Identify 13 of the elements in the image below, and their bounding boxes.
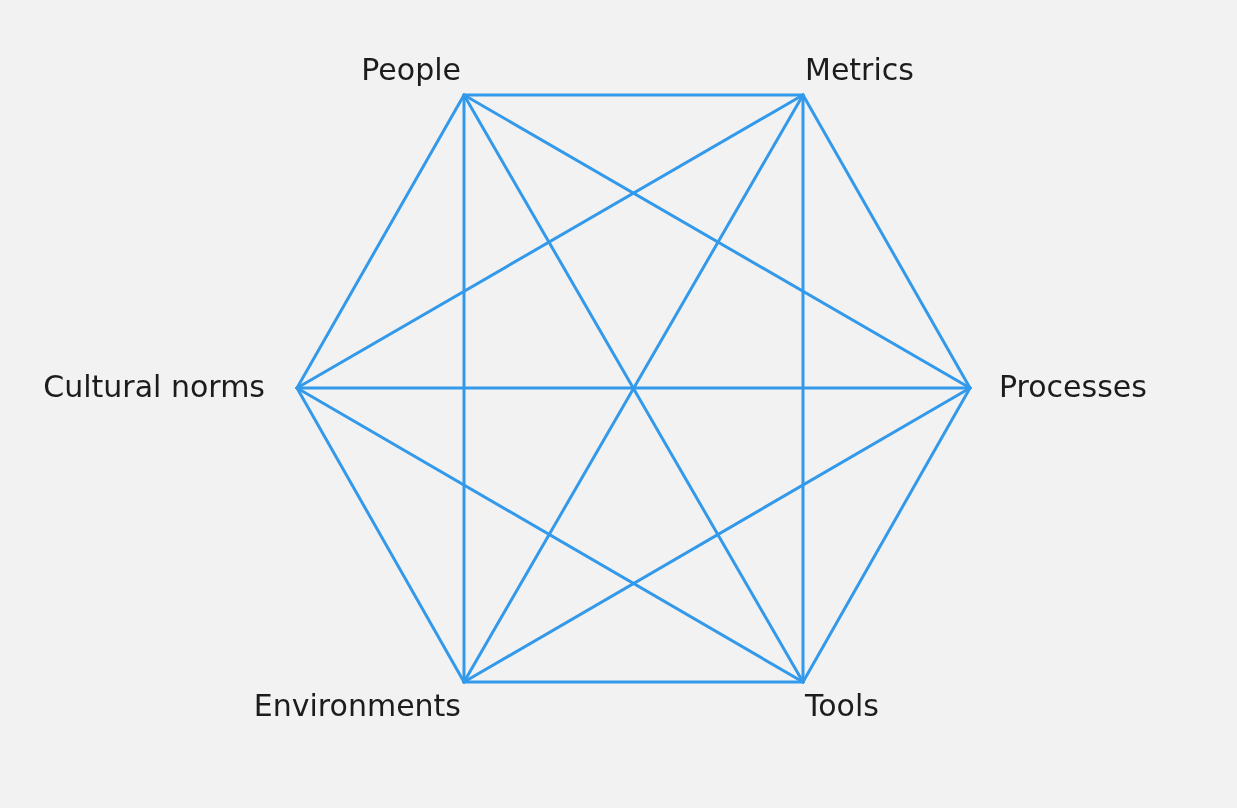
rising-connector-line [801, 386, 972, 684]
rising-connector-line [295, 93, 805, 390]
falling-connector-line [295, 386, 805, 684]
node-label: Environments [253, 688, 461, 724]
rising-connector-line [462, 386, 972, 684]
horizontal-connector-line [462, 680, 805, 684]
node-label: Cultural norms [43, 369, 265, 405]
node-label: People [361, 52, 461, 88]
node-label: Processes [999, 369, 1147, 405]
node-label: Metrics [805, 52, 914, 88]
rising-connector-line [295, 93, 466, 390]
node-label: Tools [805, 688, 879, 724]
falling-connector-line [295, 386, 466, 684]
